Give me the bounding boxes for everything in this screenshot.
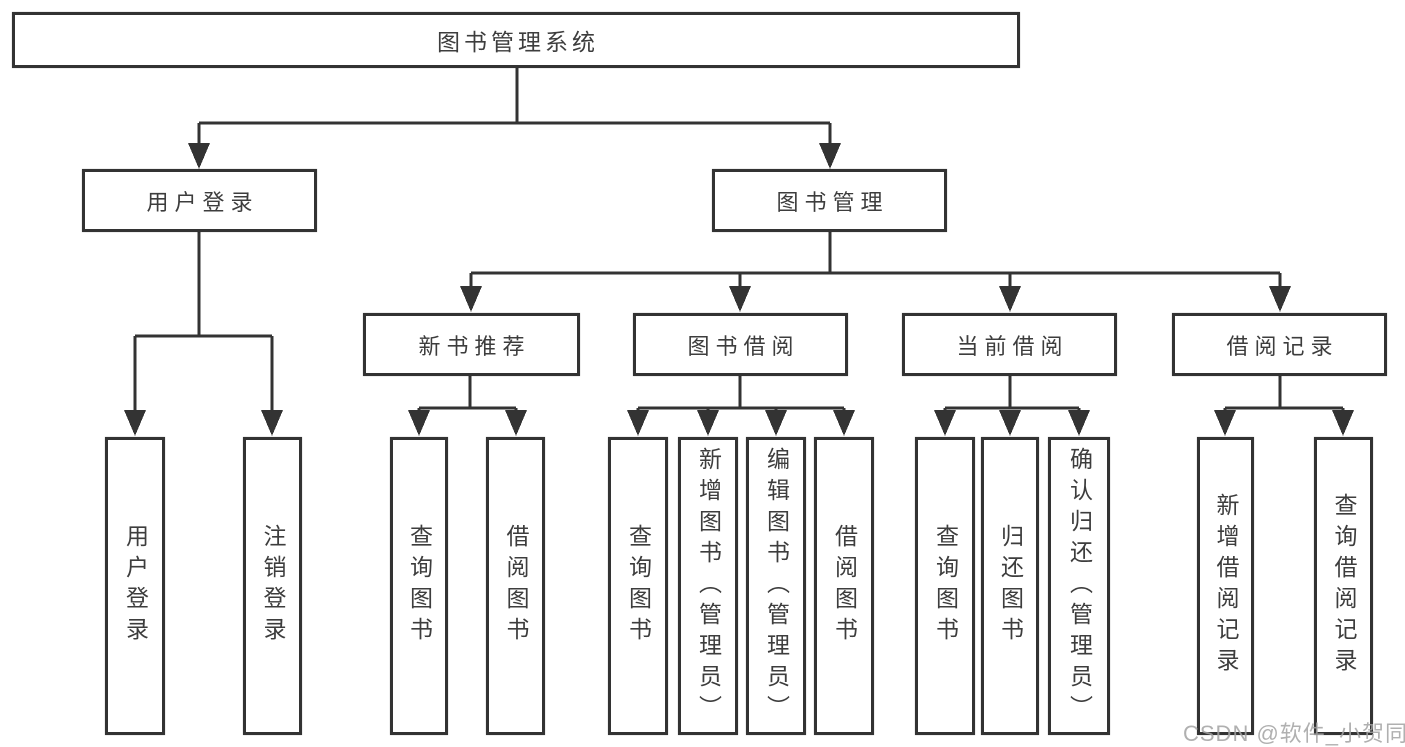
node-leaf-logout: 注销登录 xyxy=(243,437,302,735)
arrowhead-user-login xyxy=(188,143,210,169)
arrowhead-leaf-confirm-return xyxy=(1068,410,1090,436)
node-leaf-query-record: 查询借阅记录 xyxy=(1314,437,1373,735)
connector-borrow-records-children xyxy=(1223,376,1345,412)
arrowhead-book-borrow xyxy=(729,286,751,312)
node-leaf-add-record: 新增借阅记录 xyxy=(1197,437,1254,735)
arrowhead-current-borrow xyxy=(999,286,1021,312)
arrowhead-leaf-query-book-2 xyxy=(627,410,649,436)
node-root: 图书管理系统 xyxy=(12,12,1020,68)
node-leaf-user-login: 用户登录 xyxy=(105,437,165,735)
node-leaf-user-login-label: 用户登录 xyxy=(122,524,149,648)
node-leaf-return-book: 归还图书 xyxy=(981,437,1039,735)
arrowhead-leaf-borrow-book-2 xyxy=(833,410,855,436)
node-leaf-borrow-book-2-label: 借阅图书 xyxy=(831,524,858,648)
node-user-login: 用户登录 xyxy=(82,169,317,232)
node-current-borrow-label: 当前借阅 xyxy=(956,333,1069,359)
arrowhead-leaf-query-book-1 xyxy=(408,410,430,436)
connector-user-login-children xyxy=(133,232,274,412)
node-leaf-add-record-label: 新增借阅记录 xyxy=(1213,493,1239,679)
connector-new-book-rec-children xyxy=(417,376,518,412)
node-leaf-query-record-label: 查询借阅记录 xyxy=(1331,493,1357,679)
node-leaf-query-book-1-label: 查询图书 xyxy=(406,524,433,648)
node-borrow-records-label: 借阅记录 xyxy=(1226,333,1339,359)
node-leaf-confirm-return: 确认归还（管理员） xyxy=(1048,437,1110,735)
arrowhead-leaf-return-book xyxy=(999,410,1021,436)
node-new-book-rec-label: 新书推荐 xyxy=(418,333,531,359)
node-book-borrow: 图书借阅 xyxy=(633,313,848,376)
node-book-borrow-label: 图书借阅 xyxy=(687,333,800,359)
node-book-mgmt: 图书管理 xyxy=(712,169,947,232)
node-leaf-query-book-2-label: 查询图书 xyxy=(625,524,652,648)
node-leaf-borrow-book-1: 借阅图书 xyxy=(486,437,545,735)
node-book-mgmt-label: 图书管理 xyxy=(776,189,889,215)
node-leaf-borrow-book-1-label: 借阅图书 xyxy=(503,524,529,648)
arrowhead-leaf-add-record xyxy=(1214,410,1236,436)
connector-root-to-level2 xyxy=(197,68,832,146)
node-leaf-edit-book: 编辑图书（管理员） xyxy=(746,437,806,735)
arrowhead-book-mgmt xyxy=(819,143,841,169)
arrowhead-borrow-records xyxy=(1269,286,1291,312)
node-current-borrow: 当前借阅 xyxy=(902,313,1117,376)
node-leaf-query-book-2: 查询图书 xyxy=(608,437,668,735)
node-leaf-add-book-label: 新增图书（管理员） xyxy=(695,446,722,726)
arrowhead-leaf-add-book xyxy=(697,410,719,436)
arrowhead-leaf-borrow-book-1 xyxy=(505,410,527,436)
node-root-label: 图书管理系统 xyxy=(437,29,599,55)
node-user-login-label: 用户登录 xyxy=(146,189,259,215)
arrowhead-leaf-query-book-3 xyxy=(934,410,956,436)
arrowhead-leaf-edit-book xyxy=(765,410,787,436)
connector-book-borrow-children xyxy=(636,376,846,412)
node-leaf-query-book-1: 查询图书 xyxy=(390,437,448,735)
node-leaf-confirm-return-label: 确认归还（管理员） xyxy=(1066,446,1093,726)
node-new-book-rec: 新书推荐 xyxy=(363,313,580,376)
node-leaf-query-book-3: 查询图书 xyxy=(915,437,975,735)
node-leaf-add-book: 新增图书（管理员） xyxy=(678,437,738,735)
arrowhead-leaf-user-login xyxy=(124,410,146,436)
node-leaf-borrow-book-2: 借阅图书 xyxy=(814,437,874,735)
node-leaf-return-book-label: 归还图书 xyxy=(997,524,1024,648)
node-leaf-query-book-3-label: 查询图书 xyxy=(932,524,959,648)
arrowhead-new-book-rec xyxy=(460,286,482,312)
csdn-watermark: CSDN @软件_小贺同学 xyxy=(1183,721,1405,746)
connector-book-mgmt-children xyxy=(469,232,1282,288)
node-borrow-records: 借阅记录 xyxy=(1172,313,1387,376)
node-leaf-logout-label: 注销登录 xyxy=(260,524,286,648)
node-leaf-edit-book-label: 编辑图书（管理员） xyxy=(763,446,790,726)
arrowhead-leaf-logout xyxy=(261,410,283,436)
arrowhead-leaf-query-record xyxy=(1332,410,1354,436)
connector-current-borrow-children xyxy=(943,376,1081,412)
